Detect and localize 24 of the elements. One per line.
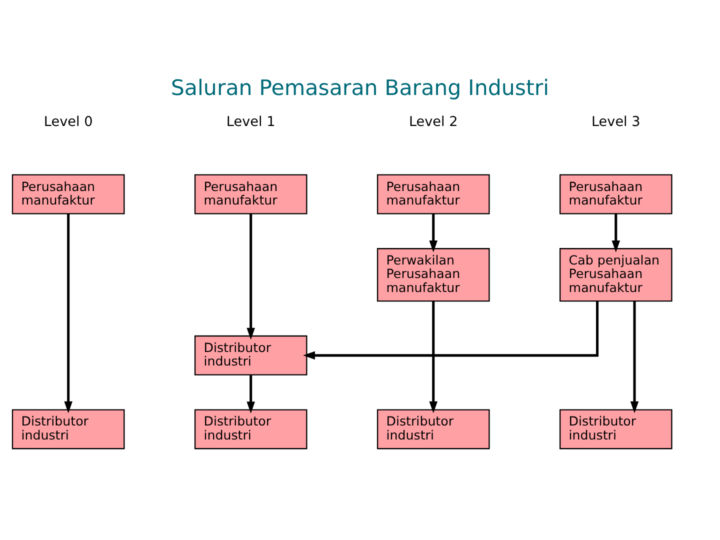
node-box: Distributor industri (194, 335, 308, 376)
arrow (246, 375, 255, 414)
arrow (630, 301, 639, 414)
label: Level 0 (44, 114, 93, 130)
arrow (612, 214, 620, 252)
node-box: Distributor industri (376, 409, 490, 450)
node-box: Perwakilan Perusahaan manufaktur (376, 248, 490, 302)
node-box: Distributor industri (12, 409, 125, 450)
node-box: Perusahaan manufaktur (12, 174, 125, 214)
node-box: Perusahaan manufaktur (559, 174, 672, 214)
node-box: Distributor industri (194, 409, 308, 450)
label: Level 2 (408, 114, 458, 130)
node-box: Cab penjualan Perusahaan manufaktur (559, 248, 672, 302)
arrow (303, 301, 599, 360)
arrow (246, 214, 255, 340)
arrow (429, 214, 438, 252)
label: Level 1 (226, 114, 276, 130)
node-box: Distributor industri (559, 409, 672, 450)
arrow (429, 301, 438, 414)
diagram-title: Saluran Pemasaran Barang Industri (170, 76, 550, 101)
node-box: Perusahaan manufaktur (376, 174, 490, 214)
label: Level 3 (591, 114, 640, 130)
arrow (64, 214, 72, 414)
node-box: Perusahaan manufaktur (194, 174, 308, 214)
